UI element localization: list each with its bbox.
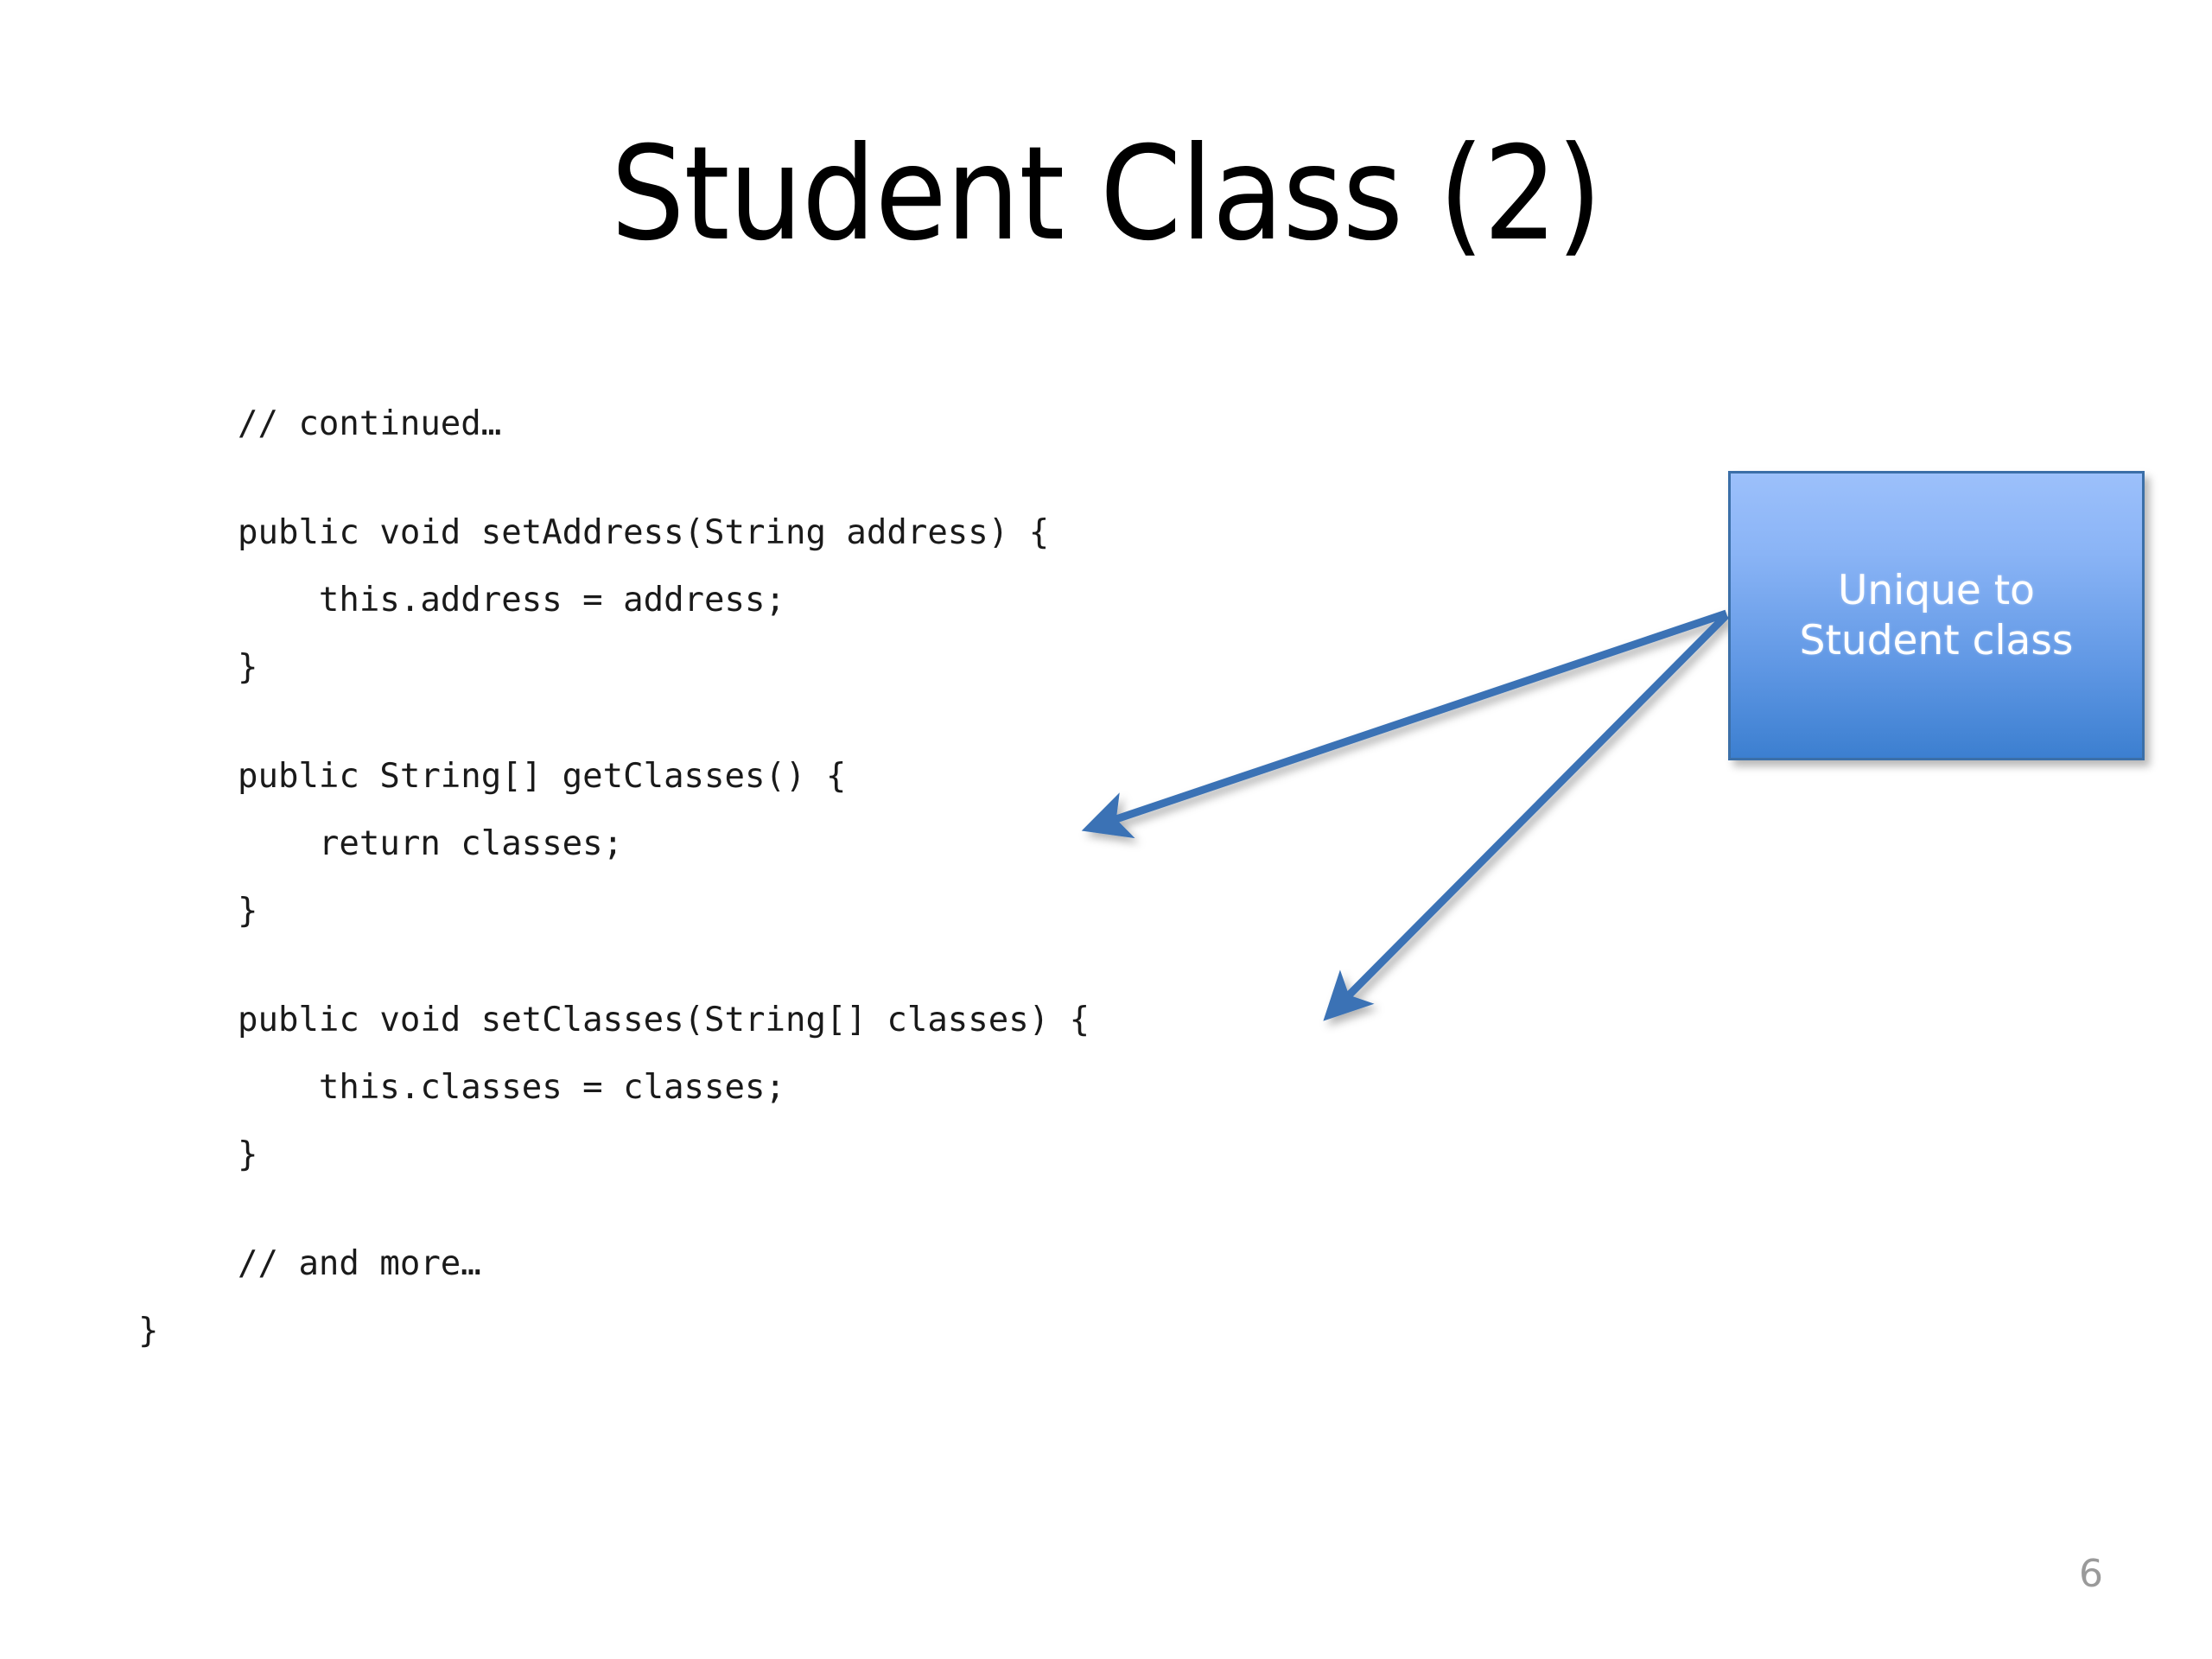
callout-box-unique-to-student-class: Unique to Student class (1728, 471, 2145, 760)
code-line: public void setClasses(String[] classes)… (238, 1001, 1090, 1039)
code-line: this.classes = classes; (238, 1068, 785, 1107)
code-line (138, 945, 1676, 987)
code-line: public void setAddress(String address) { (238, 513, 1050, 552)
code-block: // continued… public void setAddress(Stri… (138, 391, 1676, 1365)
callout-text: Unique to Student class (1788, 566, 2086, 665)
code-line: // continued… (238, 404, 502, 443)
page-number: 6 (2079, 1552, 2103, 1596)
page-title: Student Class (2) (610, 119, 1602, 270)
code-line: return classes; (238, 824, 624, 863)
code-line: // and more… (238, 1244, 481, 1283)
code-line (138, 1189, 1676, 1230)
code-line (138, 702, 1676, 743)
code-line: } (238, 1135, 258, 1174)
callout-line-2: Student class (1799, 616, 2074, 664)
callout-line-1: Unique to (1838, 567, 2035, 615)
code-line: } (138, 1312, 159, 1351)
code-line (138, 458, 1676, 499)
code-line: } (238, 892, 258, 931)
code-line: this.address = address; (238, 581, 785, 620)
code-line: } (238, 648, 258, 687)
code-line: public String[] getClasses() { (238, 757, 847, 796)
